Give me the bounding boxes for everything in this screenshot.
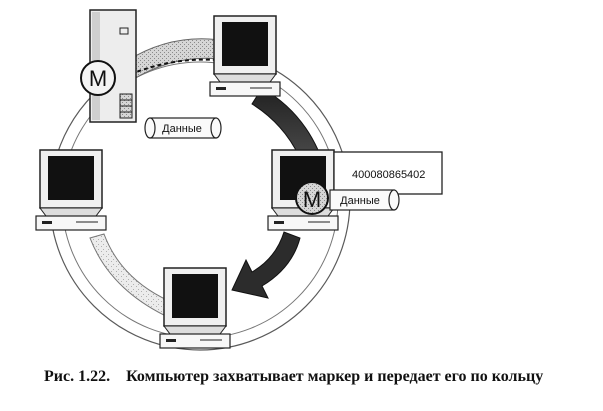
address-text: 400080865402 [352,169,425,181]
address-frame: 400080865402 [333,151,443,195]
caption-text: Компьютер захватывает маркер и передает … [126,368,544,385]
token-marker-server: M [80,60,116,96]
data-cylinder-server: Данные [144,117,222,139]
computer-top-right [209,15,281,97]
ring-segment-light-bottom [89,233,177,319]
computer-right [267,149,339,231]
data-label: Данные [162,123,202,135]
computer-left [35,149,107,231]
data-label-right: Данные [340,195,380,207]
figure-caption: Рис. 1.22. Компьютер захватывает маркер … [44,368,600,386]
marker-letter-right: M [303,187,321,212]
computer-bottom [159,267,231,349]
caption-number: Рис. 1.22. [44,368,111,385]
ring-segment-dark [251,87,319,159]
marker-letter: M [89,66,107,91]
token-arrow [231,231,301,299]
data-cylinder-right: Данные [329,189,400,211]
token-marker-right: M [295,181,329,215]
